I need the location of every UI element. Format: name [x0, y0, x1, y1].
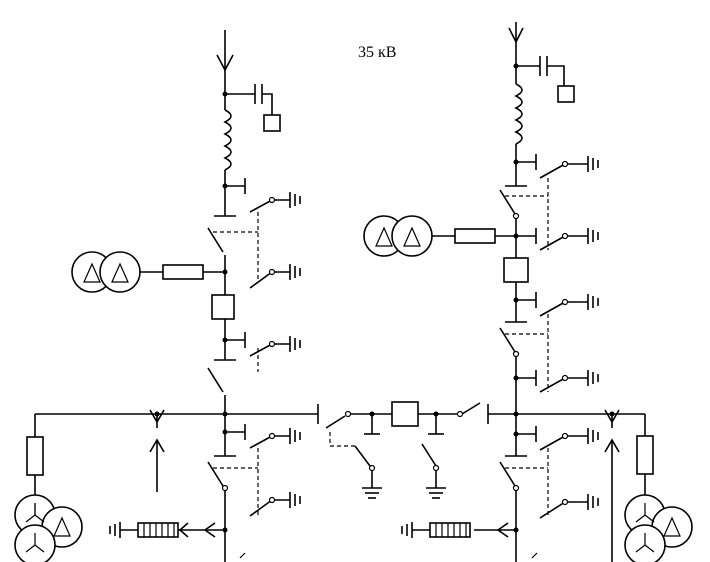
right-upper-disconnector	[499, 189, 516, 215]
bus-coupler-left-disconnector	[325, 415, 346, 429]
bus-coupler	[325, 401, 489, 499]
right-incoming-arrow-icon	[508, 27, 524, 44]
delta-icon	[83, 262, 101, 283]
left-bus-section	[14, 404, 319, 562]
left-aux-fuse	[162, 264, 204, 280]
star-icon	[635, 503, 655, 523]
left-aux-transformer-winding-2	[99, 251, 141, 293]
right-out-disconnector	[499, 461, 516, 487]
star-icon	[25, 503, 45, 523]
left-upper-disconnector	[207, 227, 224, 253]
bus-coupler-breaker	[391, 401, 419, 427]
left-circuit-breaker	[211, 294, 235, 320]
right-feeder	[363, 22, 599, 414]
right-hf-box	[557, 85, 575, 103]
star-icon	[25, 533, 45, 553]
right-aux-transformer-winding-2	[391, 215, 433, 257]
star-icon	[635, 533, 655, 553]
right-out-arrow-icon	[496, 522, 509, 538]
left-hf-box	[263, 114, 281, 132]
left-feeder	[71, 30, 301, 414]
left-out-disconnector	[207, 461, 224, 487]
left-bus-arrow-up-icon	[149, 438, 165, 453]
delta-icon	[53, 516, 71, 537]
left-bus-fuse	[26, 436, 44, 476]
right-lower-disconnector	[499, 327, 516, 353]
delta-icon	[111, 262, 129, 283]
right-aux-fuse	[454, 228, 496, 244]
delta-icon	[663, 516, 681, 537]
right-bus-arrow-up-icon	[604, 438, 620, 453]
left-line-trap-icon	[223, 109, 232, 171]
delta-icon	[403, 226, 421, 247]
left-lower-disconnector	[207, 367, 224, 393]
right-line-trap-icon	[514, 83, 523, 145]
bus-coupler-right-disconnector	[461, 402, 481, 415]
left-coupling-capacitor	[225, 84, 281, 132]
right-bus-fuse	[636, 435, 654, 475]
voltage-label: 35 кВ	[358, 44, 397, 61]
delta-icon	[375, 226, 393, 247]
left-out-arrow-icon	[203, 522, 216, 538]
right-circuit-breaker	[503, 257, 529, 283]
right-bus-section	[401, 409, 693, 562]
